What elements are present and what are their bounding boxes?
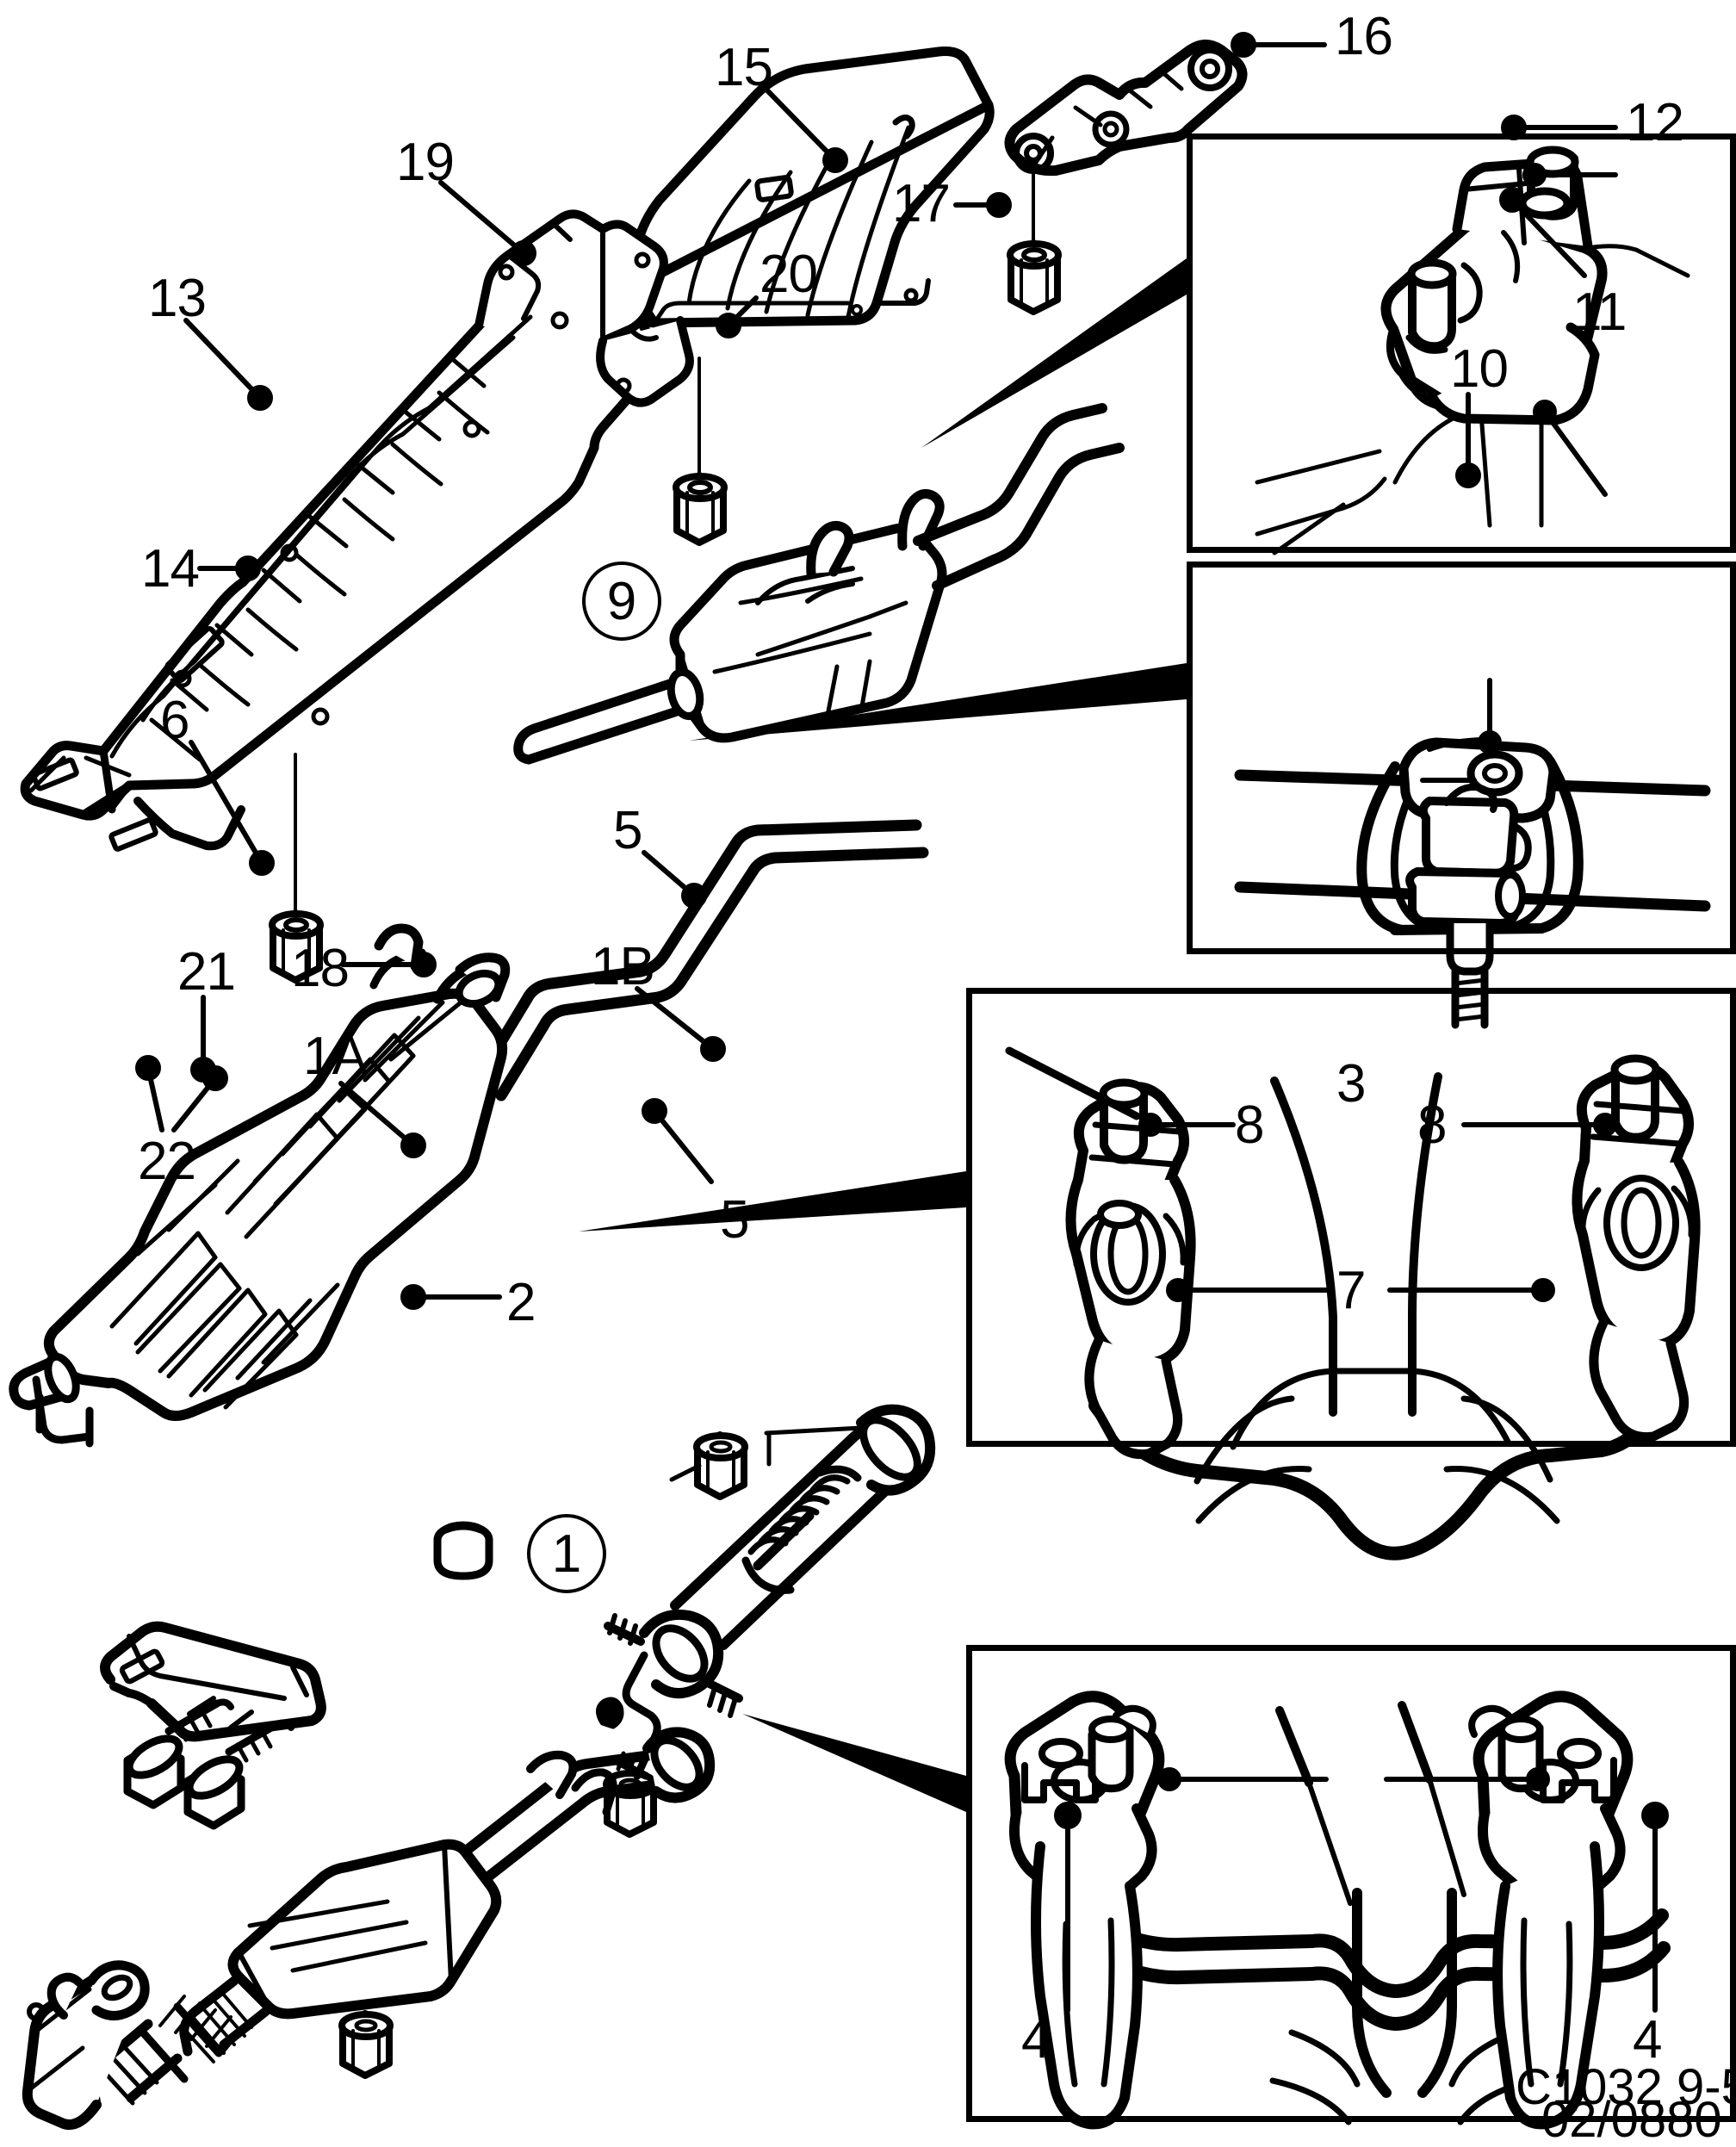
leader-detail-11 xyxy=(1533,400,1608,497)
detail-7-8-content xyxy=(1005,1046,1701,1561)
leader-1B xyxy=(635,986,726,1062)
callout-label-22: 22 xyxy=(138,1132,196,1191)
leader-detail-8b xyxy=(1461,1113,1617,1137)
leader-detail-4b xyxy=(1641,1802,1669,2013)
leader-15 xyxy=(764,87,848,173)
date-code: 02/0880 xyxy=(1541,2092,1722,2147)
leader-detail-7 xyxy=(1166,1278,1555,1302)
detail-12-11-content xyxy=(1255,146,1690,555)
callout-label-3: 3 xyxy=(1336,1054,1366,1114)
callout-label-1B: 1B xyxy=(591,937,655,996)
callout-label-2: 2 xyxy=(506,1273,536,1332)
leader-20 xyxy=(716,295,759,338)
callout-label-8-left: 8 xyxy=(1235,1095,1264,1155)
callout-label-19: 19 xyxy=(396,133,455,192)
leader-wedge-rear xyxy=(742,1714,966,1812)
part-5a-nut xyxy=(669,1431,748,1500)
callout-label-6: 6 xyxy=(160,691,189,750)
detail-box-upper-mounting xyxy=(1187,133,1736,553)
detail-box-front-mounting xyxy=(966,988,1736,1447)
part-1A-catalytic-converter xyxy=(22,1727,716,2130)
drawing-code: C1032 9-5 xyxy=(1516,2059,1736,2115)
leader-6 xyxy=(189,740,275,876)
leader-1A xyxy=(338,1081,426,1158)
leader-22a xyxy=(135,1055,164,1132)
part-17-nut xyxy=(1007,160,1062,315)
part-13-heat-shield-main xyxy=(20,209,694,852)
leader-wedge-clamp xyxy=(689,663,1187,741)
leader-wedge-upper xyxy=(921,258,1187,448)
leader-detail-12 xyxy=(1522,163,1618,187)
part-21-bracket-strap xyxy=(100,1621,326,1742)
callout-label-1A: 1A xyxy=(303,1027,368,1086)
callout-label-8-right: 8 xyxy=(1417,1095,1447,1155)
detail-10-content xyxy=(1234,737,1711,1029)
callout-label-12: 12 xyxy=(1626,93,1684,152)
callout-label-20: 20 xyxy=(760,245,818,304)
leader-2 xyxy=(400,1284,502,1310)
leader-10 xyxy=(1455,392,1481,488)
part-14-nut xyxy=(269,753,324,984)
leader-11 xyxy=(1499,187,1587,278)
part-22-bolts xyxy=(123,1698,294,1830)
leader-detail-8a xyxy=(1138,1113,1236,1137)
callout-label-10: 10 xyxy=(1450,339,1509,399)
callout-label-4-left: 4 xyxy=(1021,2010,1051,2069)
leader-14 xyxy=(197,555,261,581)
part-2-nut xyxy=(338,2010,394,2079)
part-9-rear-silencer xyxy=(513,403,1125,765)
leader-detail-10 xyxy=(1478,678,1502,754)
callout-label-5-upper: 5 xyxy=(613,801,642,860)
part-16-manifold-bracket xyxy=(1004,40,1248,177)
leader-5a xyxy=(642,850,707,909)
leader-13 xyxy=(183,318,273,411)
callout-label-4-right: 4 xyxy=(1633,2010,1662,2069)
leader-18 xyxy=(340,952,437,977)
callout-label-14: 14 xyxy=(141,539,200,599)
callout-label-7: 7 xyxy=(1336,1261,1366,1320)
leader-19 xyxy=(438,180,536,266)
leader-detail-3 xyxy=(1157,1767,1550,1791)
leader-5b xyxy=(642,1098,714,1184)
part-6-intermediate-silencer xyxy=(9,819,929,1448)
callout-label-18: 18 xyxy=(291,939,350,998)
leader-wedge-front xyxy=(579,1171,966,1232)
detail-box-clamp xyxy=(1187,562,1736,954)
leader-16 xyxy=(1231,32,1327,58)
part-18-blanking-plug xyxy=(433,1521,493,1580)
callout-label-16: 16 xyxy=(1335,7,1393,66)
detail-box-rear-mounting xyxy=(966,1645,1736,2122)
callout-label-11: 11 xyxy=(1572,282,1627,342)
part-1B-flexible-pipe xyxy=(604,1404,936,1718)
detail-3-4-content xyxy=(1004,1691,1671,2130)
callout-label-17: 17 xyxy=(892,174,951,233)
callout-label-21: 21 xyxy=(177,942,236,1002)
leader-detail-4a xyxy=(1054,1802,1082,2013)
callout-label-5-lower: 5 xyxy=(720,1190,749,1250)
callout-label-1-circled: 1 xyxy=(527,1514,606,1593)
leader-12 xyxy=(1501,115,1618,140)
part-20-nut xyxy=(673,357,728,546)
callout-label-9-circled: 9 xyxy=(582,562,661,641)
callout-label-13: 13 xyxy=(148,269,207,328)
leader-22b xyxy=(171,1065,228,1132)
callout-label-15: 15 xyxy=(715,38,773,97)
leader-17 xyxy=(953,192,1012,218)
